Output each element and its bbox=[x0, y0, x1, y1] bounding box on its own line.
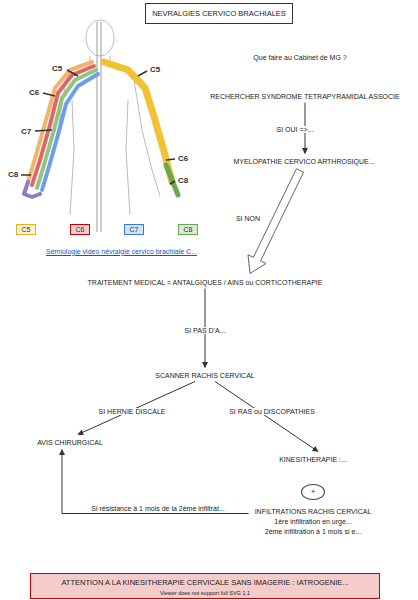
connector-line bbox=[62, 450, 249, 514]
title-text: NEVRALGIES CERVICO BRACHIALES bbox=[152, 9, 286, 18]
flow-arrow bbox=[62, 450, 249, 514]
dermatome-label: C5 bbox=[150, 65, 160, 74]
dermatome-label: C5 bbox=[52, 64, 62, 73]
dermatome-label: C8 bbox=[178, 176, 188, 185]
edge-label: SI OUI =>... bbox=[275, 126, 316, 133]
leader-line bbox=[170, 181, 175, 184]
legend-text: C6 bbox=[76, 226, 85, 233]
step-text: TRAITEMENT MEDICAL = ANTALGIQUES / AINS … bbox=[85, 277, 326, 288]
edge-label: SI PAS D'A... bbox=[183, 327, 228, 334]
dermatome-band bbox=[24, 182, 40, 197]
step-text: AVIS CHIRURGICAL bbox=[34, 437, 106, 448]
flow-arrow bbox=[78, 382, 195, 435]
node-heading: RECHERCHER SYNDROME TETRAPYRAMIDAL ASSOC… bbox=[210, 93, 399, 100]
leader-line bbox=[21, 174, 31, 176]
connector-line bbox=[215, 382, 318, 452]
edge-label: SI RAS ou DISCOPATHIES bbox=[227, 408, 317, 415]
legend-swatch: C8 bbox=[178, 224, 199, 235]
edge-label: SI NON bbox=[234, 215, 262, 222]
head-outline bbox=[86, 20, 114, 56]
step-text: SCANNER RACHIS CERVICAL bbox=[152, 370, 257, 381]
leader-line bbox=[166, 159, 175, 160]
warning-box: ATTENTION A LA KINESITHERAPIE CERVICALE … bbox=[30, 573, 380, 599]
edge-label: SI HERNIE DISCALE bbox=[97, 408, 168, 415]
node-heading: KINESITHERAPIE :... bbox=[279, 456, 347, 463]
legend-swatch: C6 bbox=[70, 224, 91, 235]
node-line: Viewer does not support full SVG 1.1 bbox=[31, 590, 379, 596]
node-heading: SCANNER RACHIS CERVICAL bbox=[155, 372, 254, 379]
leader-line bbox=[43, 93, 55, 96]
dermatome-band bbox=[166, 165, 178, 195]
node-heading: ATTENTION A LA KINESITHERAPIE CERVICALE … bbox=[31, 578, 379, 587]
plus-circle: + bbox=[301, 484, 325, 500]
legend-text: C7 bbox=[130, 226, 139, 233]
step-text: RECHERCHER SYNDROME TETRAPYRAMIDAL ASSOC… bbox=[207, 91, 402, 102]
video-link: Sémiologie video névralgie cervico brach… bbox=[46, 248, 197, 255]
dermatome-label: C8 bbox=[8, 170, 18, 179]
dermatome-band bbox=[42, 74, 98, 190]
question-text: Que faire au Cabinet de MG ? bbox=[253, 54, 346, 61]
dermatome-band bbox=[104, 62, 172, 182]
step-text: INFILTRATIONS RACHIS CERVICAL 1ère infilt… bbox=[252, 506, 375, 537]
title-box: NEVRALGIES CERVICO BRACHIALES bbox=[145, 3, 293, 24]
dermatome-label: C6 bbox=[178, 154, 188, 163]
legend-text: C5 bbox=[22, 226, 31, 233]
legend-swatch: C7 bbox=[124, 224, 145, 235]
leader-line bbox=[67, 70, 78, 76]
edge-label: Si résistance à 1 mois de la 2ème infilt… bbox=[89, 505, 226, 512]
node-heading: MYELOPATHIE CERVICO ARTHROSIQUE... bbox=[233, 158, 374, 165]
leader-line bbox=[35, 130, 52, 131]
legend-text: C8 bbox=[184, 226, 193, 233]
step-text: MYELOPATHIE CERVICO ARTHROSIQUE... bbox=[230, 156, 377, 167]
leader-line bbox=[138, 71, 147, 76]
node-heading: AVIS CHIRURGICAL bbox=[37, 439, 103, 446]
midline bbox=[97, 22, 98, 232]
node-line: 2ème infiltration à 1 mois si e... bbox=[255, 528, 372, 535]
node-line: 1ère infiltration en urge... bbox=[255, 518, 372, 525]
flow-arrow bbox=[215, 382, 318, 452]
midline bbox=[101, 22, 102, 232]
node-heading: + bbox=[302, 485, 324, 499]
dermatome-label: C7 bbox=[21, 127, 31, 136]
node-heading: INFILTRATIONS RACHIS CERVICAL bbox=[255, 508, 372, 515]
legend-swatch: C5 bbox=[16, 224, 37, 235]
connector-line bbox=[78, 382, 195, 435]
step-text: KINESITHERAPIE :... bbox=[276, 454, 350, 465]
node-heading: TRAITEMENT MEDICAL = ANTALGIQUES / AINS … bbox=[88, 279, 323, 286]
dermatome-label: C6 bbox=[29, 88, 39, 97]
